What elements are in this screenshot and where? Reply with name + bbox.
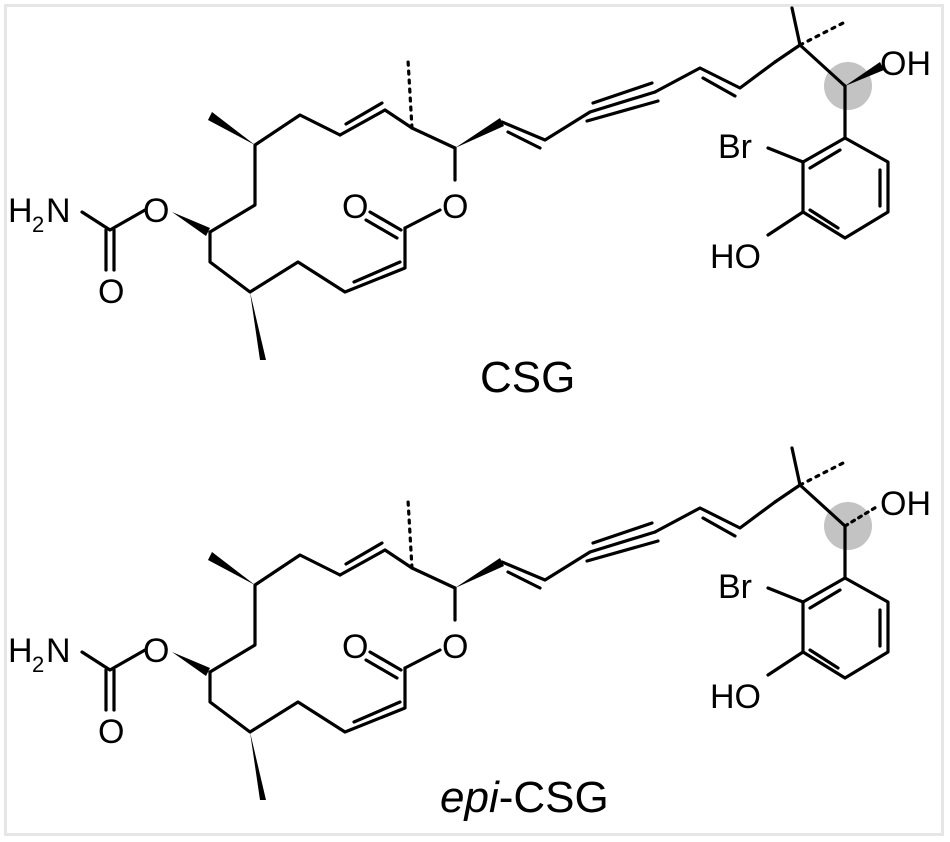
- label-h: H: [8, 632, 33, 670]
- molecule-csg: H 2 N O O O O OH Br HO CSG: [8, 6, 931, 402]
- label-oh-side: OH: [880, 485, 931, 523]
- label-h-sub: 2: [32, 652, 44, 677]
- label-h-sub: 2: [32, 212, 44, 237]
- label-o-lactone-carbonyl: O: [342, 188, 368, 226]
- label-h: H: [8, 192, 33, 230]
- label-o-ring: O: [442, 188, 468, 226]
- label-o-ring: O: [442, 628, 468, 666]
- label-o-carbamate-carbonyl: O: [98, 273, 124, 311]
- figure-border: [4, 4, 944, 836]
- label-n: N: [46, 632, 71, 670]
- label-n: N: [46, 192, 71, 230]
- caption-epi-csg: epi-CSG: [440, 773, 609, 822]
- label-o-carbamate: O: [143, 192, 169, 230]
- label-br: Br: [718, 568, 752, 606]
- label-o-carbamate: O: [143, 632, 169, 670]
- label-ho-ring: HO: [710, 678, 761, 716]
- label-oh-side: OH: [880, 45, 931, 83]
- label-br: Br: [718, 128, 752, 166]
- molecule-epi-csg: H 2 N O O O O OH Br HO epi-CSG: [8, 446, 931, 822]
- caption-csg: CSG: [480, 353, 575, 402]
- label-o-lactone-carbonyl: O: [342, 628, 368, 666]
- label-ho-ring: HO: [710, 238, 761, 276]
- label-o-carbamate-carbonyl: O: [98, 713, 124, 751]
- stereocenter-highlight: [824, 62, 872, 110]
